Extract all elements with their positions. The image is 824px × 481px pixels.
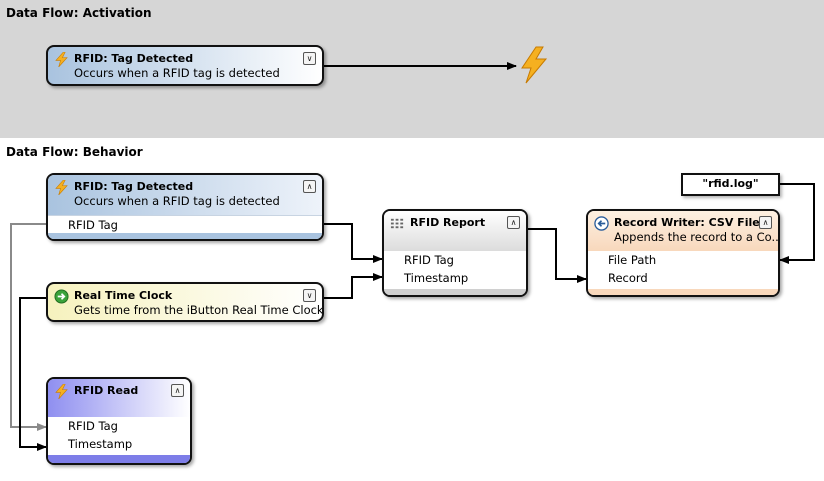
collapse-icon[interactable]: ∧: [303, 180, 316, 193]
arrow-left-circle-icon: [594, 216, 609, 231]
rfid-read-node[interactable]: RFID Read ∧ RFID Tag Timestamp: [46, 377, 192, 465]
wire-tag-to-read: [10, 223, 48, 431]
wire-report-to-writer: [528, 228, 587, 283]
lightning-icon: [521, 46, 548, 84]
port-rfid-tag[interactable]: RFID Tag: [68, 419, 118, 433]
collapse-icon[interactable]: ∧: [171, 384, 184, 397]
port-rfid-tag[interactable]: RFID Tag: [68, 218, 118, 232]
collapse-icon[interactable]: ∧: [759, 216, 772, 229]
node-title: Real Time Clock: [74, 289, 173, 302]
node-description: Occurs when a RFID tag is detected: [74, 66, 280, 80]
expand-icon[interactable]: ∨: [303, 289, 316, 302]
tag-detected-node[interactable]: RFID: Tag Detected Occurs when a RFID ta…: [46, 173, 324, 241]
node-footer: [384, 289, 526, 295]
wire-tag-to-report: [324, 223, 383, 263]
behavior-title: Data Flow: Behavior: [6, 145, 143, 159]
node-title: RFID: Tag Detected: [74, 180, 194, 193]
real-time-clock-node[interactable]: Real Time Clock Gets time from the iButt…: [46, 282, 324, 322]
node-footer: [48, 233, 322, 239]
wire-clock-to-report: [324, 273, 383, 299]
wire-clock-to-read: [19, 297, 48, 451]
node-title: RFID Read: [74, 384, 139, 397]
node-title: RFID Report: [410, 216, 486, 229]
port-file-path[interactable]: File Path: [608, 253, 657, 267]
node-title: RFID: Tag Detected: [74, 52, 194, 65]
rfid-report-node[interactable]: RFID Report ∧ RFID Tag Timestamp: [382, 209, 528, 297]
port-timestamp[interactable]: Timestamp: [404, 271, 469, 285]
activation-tag-detected-node[interactable]: RFID: Tag Detected Occurs when a RFID ta…: [46, 45, 324, 86]
constant-file-name[interactable]: "rfid.log": [681, 173, 780, 196]
lightning-icon: [55, 52, 68, 67]
record-writer-node[interactable]: Record Writer: CSV File Appends the reco…: [586, 209, 780, 297]
port-record[interactable]: Record: [608, 271, 648, 285]
node-footer: [48, 455, 190, 463]
node-description: Gets time from the iButton Real Time Clo…: [74, 303, 324, 317]
node-footer: [588, 289, 778, 295]
node-title: Record Writer: CSV File: [614, 216, 760, 229]
node-description: Occurs when a RFID tag is detected: [74, 194, 280, 208]
wire-constant-to-writer: [779, 183, 815, 264]
port-timestamp[interactable]: Timestamp: [68, 437, 133, 451]
lightning-icon: [55, 384, 68, 399]
grid-icon: [390, 218, 404, 229]
arrow-right-circle-icon: [54, 289, 69, 304]
activation-title: Data Flow: Activation: [6, 6, 152, 20]
port-rfid-tag[interactable]: RFID Tag: [404, 253, 454, 267]
collapse-icon[interactable]: ∧: [507, 216, 520, 229]
expand-icon[interactable]: ∨: [303, 52, 316, 65]
lightning-icon: [55, 180, 68, 195]
node-description: Appends the record to a Co...: [614, 230, 780, 244]
